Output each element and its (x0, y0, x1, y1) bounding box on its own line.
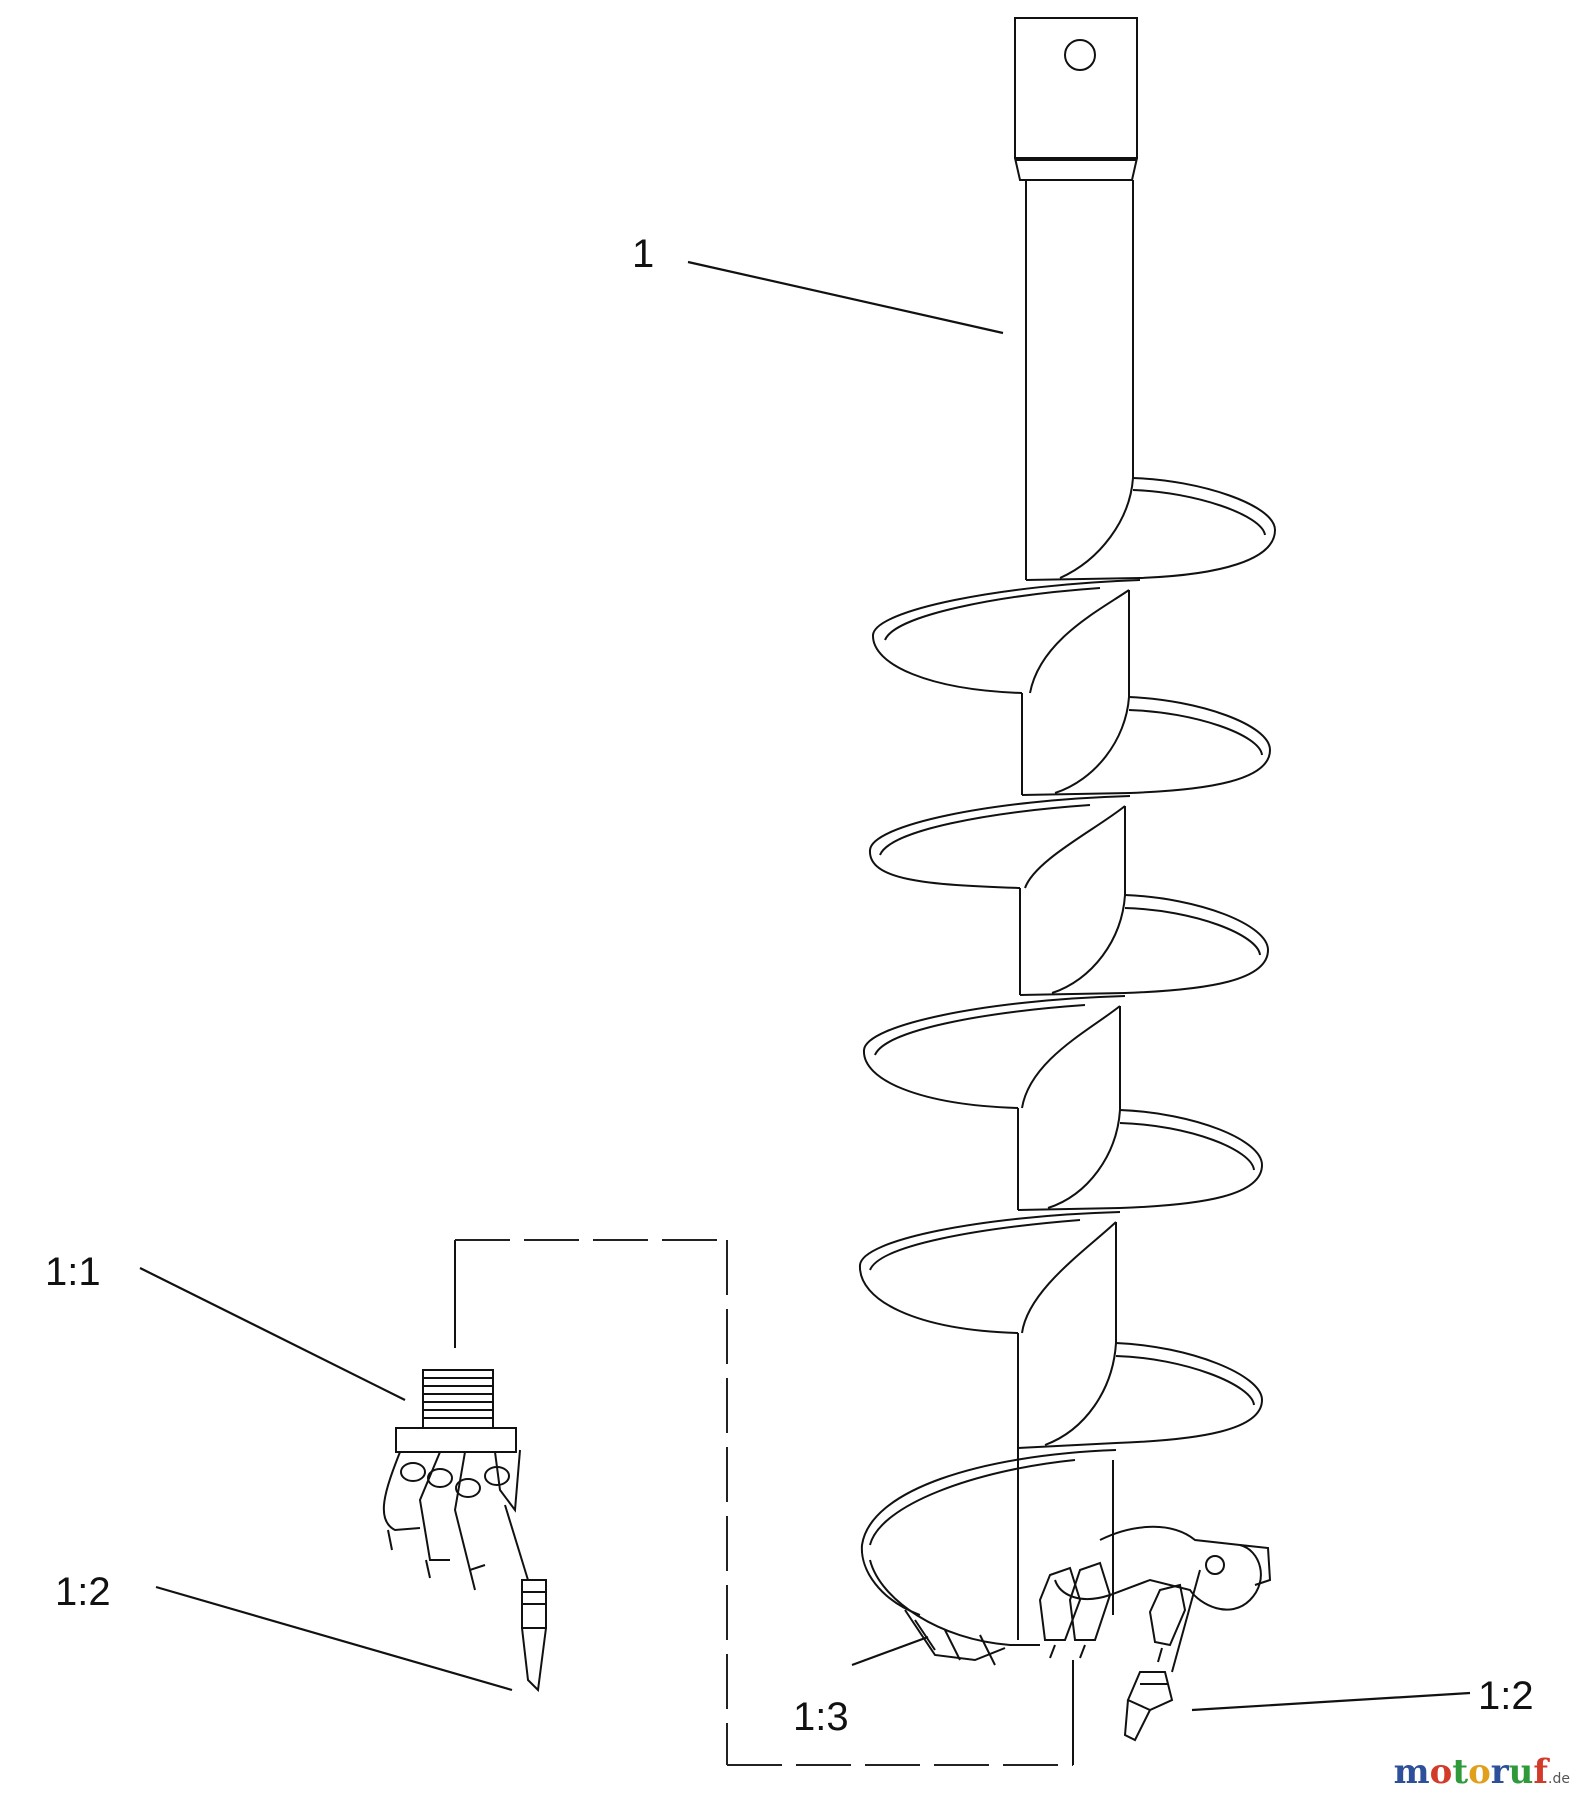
wm-suffix: .de (1548, 1771, 1570, 1787)
wm-letter: m (1393, 1752, 1430, 1792)
wm-letter: u (1508, 1752, 1534, 1792)
callout-1-3: 1:3 (793, 1695, 849, 1739)
wm-letter: f (1533, 1752, 1549, 1792)
auger-shaft (1025, 180, 1134, 580)
wm-letter: o (1429, 1752, 1453, 1792)
auger-shaft-collar (1014, 17, 1138, 181)
tooth-part-left (504, 1504, 547, 1693)
callout-1-2-left: 1:2 (55, 1570, 111, 1614)
wm-letter: r (1490, 1752, 1509, 1792)
auger-flighting (858, 477, 1277, 1640)
callout-1-2-right: 1:2 (1478, 1674, 1534, 1718)
assembly-path (454, 1239, 1074, 1766)
callout-1-1: 1:1 (45, 1250, 101, 1294)
leader-lines (139, 260, 1471, 1712)
callout-1: 1 (632, 232, 655, 276)
tooth-part-right (1123, 1569, 1201, 1742)
auger-cutter-head (869, 1525, 1272, 1666)
pilot-bit-part (382, 1369, 521, 1591)
watermark-logo: motoruf.de (1394, 1752, 1570, 1792)
wm-letter: t (1452, 1752, 1469, 1792)
wm-letter: o (1468, 1752, 1491, 1792)
